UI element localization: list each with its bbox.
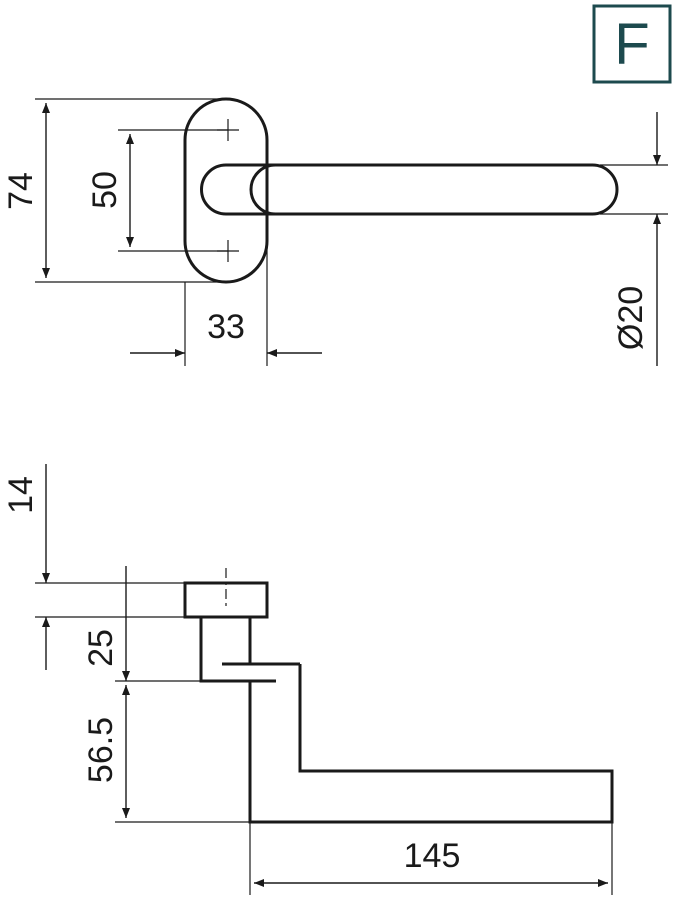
dim-label-50: 50 <box>86 171 124 209</box>
variant-badge: F <box>592 4 672 84</box>
lever-profile <box>248 664 614 824</box>
rose-plate <box>183 581 269 619</box>
dim-label-56-5: 56.5 <box>82 717 120 783</box>
dim-label-14: 14 <box>2 476 40 514</box>
dim-label-145: 145 <box>404 837 461 875</box>
rose-outline <box>183 97 269 284</box>
lever-rod <box>249 163 619 216</box>
neck-outline <box>199 617 276 683</box>
dim-label-74: 74 <box>2 172 40 210</box>
side-view: 14 25 56.5 145 <box>2 464 614 895</box>
extension-lines-top <box>35 98 668 366</box>
lever-neck <box>200 163 276 216</box>
variant-letter: F <box>614 12 649 77</box>
dim-label-d20: Ø20 <box>612 286 650 350</box>
dim-label-33: 33 <box>207 308 245 346</box>
dim-label-25: 25 <box>82 629 120 667</box>
top-view: 74 50 33 Ø20 <box>2 97 668 366</box>
extension-lines-side <box>35 582 613 895</box>
